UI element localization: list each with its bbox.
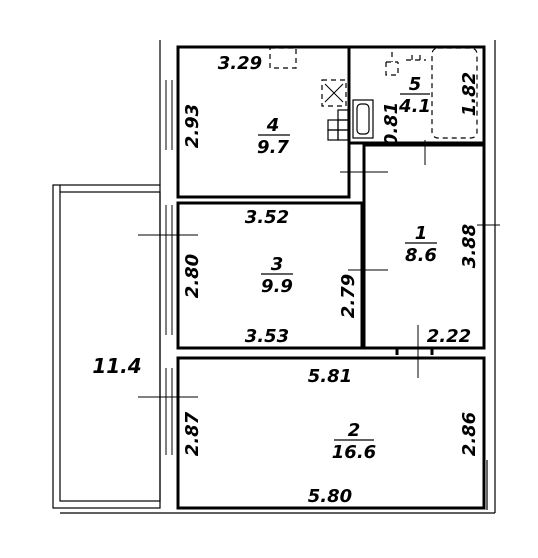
- balcony-area: 11.4: [92, 354, 141, 378]
- dim-r4-top: 3.29: [218, 53, 262, 74]
- dim-r3-side: 2.80: [182, 254, 203, 298]
- left-windows: [159, 80, 173, 455]
- balcony: [52, 184, 161, 509]
- dim-r1-side: 3.88: [459, 224, 480, 268]
- room-1-number: 1: [415, 223, 428, 244]
- room-2-area: 16.6: [332, 442, 376, 463]
- dim-r5-width: 0.81: [381, 102, 402, 146]
- kitchen-equipment: [269, 47, 374, 141]
- room-5-number: 5: [409, 74, 422, 95]
- dim-r1-bottom: 2.22: [427, 326, 471, 347]
- dim-r2-top: 5.81: [308, 366, 352, 387]
- room-1-area: 8.6: [405, 245, 437, 266]
- room-4-area: 9.7: [257, 137, 289, 158]
- table-icon: [269, 47, 297, 69]
- bathtub-outline: [431, 47, 478, 139]
- room-1: [362, 143, 486, 355]
- room-4-number: 4: [266, 115, 280, 136]
- dim-r3-right: 2.79: [338, 274, 359, 318]
- room-2-number: 2: [348, 420, 361, 441]
- faucet-icon: [406, 55, 426, 61]
- room-3-area: 9.9: [261, 276, 293, 297]
- room-3: [176, 201, 364, 350]
- room-5: [347, 45, 486, 145]
- room-5-area: 4.1: [398, 96, 431, 117]
- stove-icon: [321, 79, 347, 107]
- dim-r2-bottom: 5.80: [308, 486, 352, 507]
- dim-r2-right: 2.86: [459, 412, 480, 456]
- room-2: [176, 356, 486, 510]
- dim-r3-bottom: 3.53: [245, 326, 289, 347]
- dim-r2-left: 2.87: [182, 411, 203, 456]
- dim-r4-side: 2.93: [182, 104, 203, 148]
- toilet-icon: [352, 99, 374, 139]
- dim-r5-side: 1.82: [459, 72, 480, 116]
- room-3-number: 3: [271, 254, 284, 275]
- door-markers: [138, 140, 500, 398]
- room-4: [176, 45, 351, 199]
- dim-r3-top: 3.52: [245, 207, 289, 228]
- washbasin-icon: [385, 52, 399, 76]
